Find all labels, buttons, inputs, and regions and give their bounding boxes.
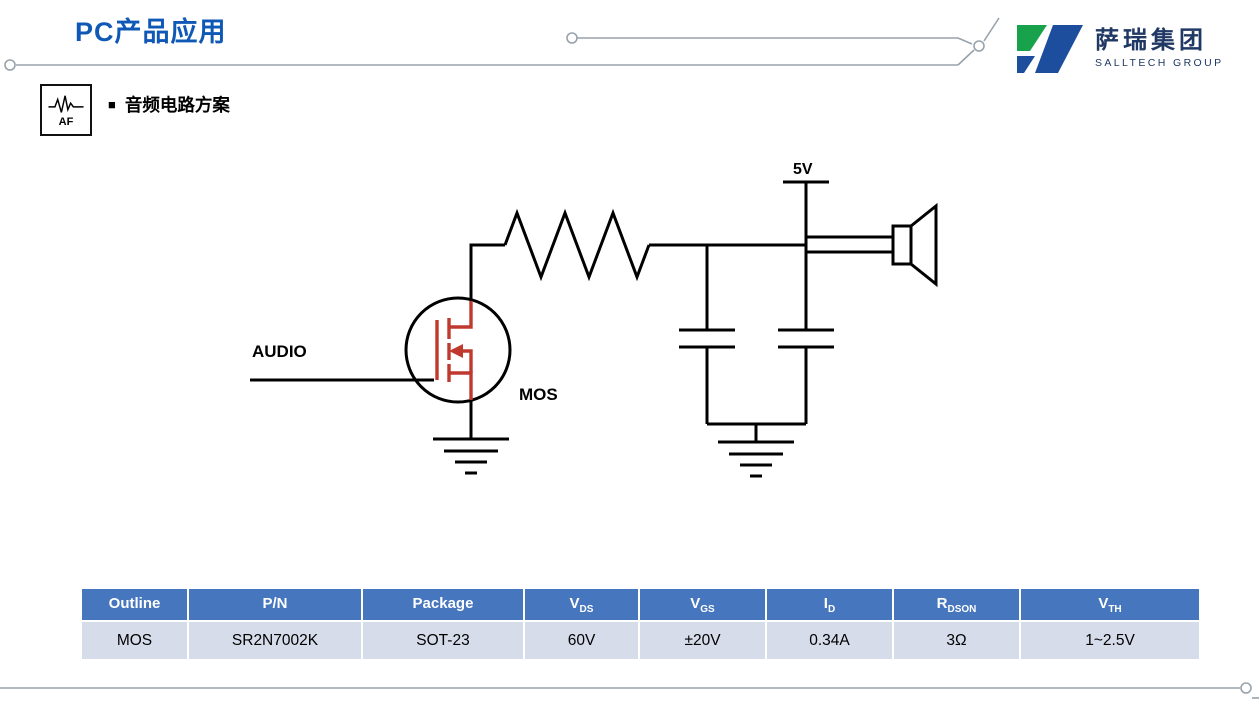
cell-package: SOT-23 — [363, 622, 523, 659]
waveform-icon — [48, 95, 84, 113]
mosfet-symbol — [404, 296, 512, 404]
supply-5v-symbol — [783, 180, 829, 245]
supply-label: 5V — [793, 161, 813, 178]
table-header-package: Package — [363, 589, 523, 620]
cell-id: 0.34A — [767, 622, 892, 659]
table-header-row: Outline P/N Package VDS VGS ID RDSON VTH — [82, 589, 1199, 620]
drain-wire — [469, 243, 505, 299]
cell-rdson: 3Ω — [894, 622, 1019, 659]
company-logo: 萨瑞集团 SALLTECH GROUP — [1015, 20, 1224, 76]
logo-mark-icon — [1017, 25, 1083, 73]
logo-name-cn: 萨瑞集团 — [1095, 26, 1207, 54]
table-header-vth: VTH — [1021, 589, 1199, 620]
af-icon-box: AF — [40, 84, 92, 136]
ground-symbol-caps — [718, 424, 794, 478]
table-header-vgs: VGS — [640, 589, 765, 620]
af-label: AF — [58, 115, 74, 128]
section-title-text: 音频电路方案 — [124, 95, 230, 115]
mos-label: MOS — [519, 385, 558, 404]
resistor-symbol — [503, 208, 651, 282]
audio-circuit-diagram: AUDIO MOS 5V — [250, 161, 938, 478]
cell-outline: MOS — [82, 622, 187, 659]
cell-vgs: ±20V — [640, 622, 765, 659]
cell-vth: 1~2.5V — [1021, 622, 1199, 659]
table-header-pn: P/N — [189, 589, 361, 620]
cell-pn: SR2N7002K — [189, 622, 361, 659]
audio-label: AUDIO — [252, 342, 307, 361]
square-bullet-icon: ■ — [108, 97, 116, 112]
table-header-id: ID — [767, 589, 892, 620]
table-header-vds: VDS — [525, 589, 638, 620]
table-row: MOS SR2N7002K SOT-23 60V ±20V 0.34A 3Ω 1… — [82, 622, 1199, 659]
cell-vds: 60V — [525, 622, 638, 659]
logo-name-en: SALLTECH GROUP — [1095, 57, 1224, 70]
page-title: PC产品应用 — [75, 17, 227, 47]
table-header-rdson: RDSON — [894, 589, 1019, 620]
ground-symbol-mosfet — [433, 400, 509, 475]
spec-table: Outline P/N Package VDS VGS ID RDSON VTH… — [80, 587, 1201, 661]
speaker-icon — [806, 202, 938, 288]
capacitor-symbol-2 — [778, 245, 834, 424]
table-header-outline: Outline — [82, 589, 187, 620]
section-title: ■ 音频电路方案 — [108, 92, 230, 117]
logo-text: 萨瑞集团 SALLTECH GROUP — [1095, 27, 1224, 70]
capacitor-symbol-1 — [679, 245, 735, 424]
